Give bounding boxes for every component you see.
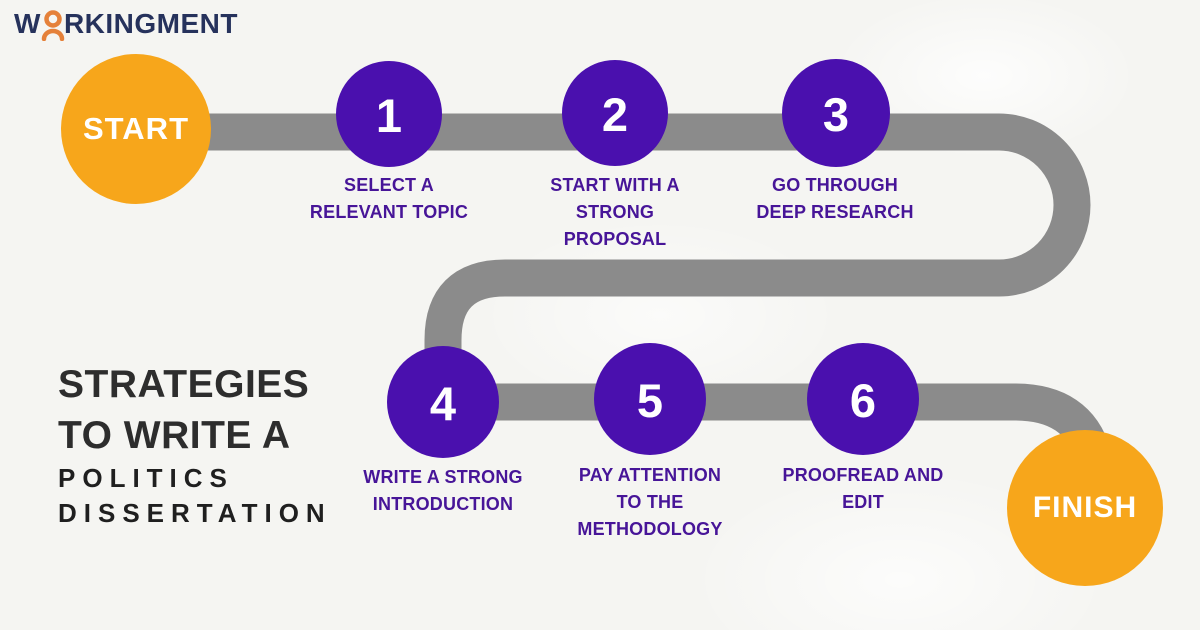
step-label-6: PROOFREAD AND EDIT (782, 465, 944, 512)
step-circle-2: 2 (562, 60, 668, 166)
step-label-1: SELECT A RELEVANT TOPIC (309, 175, 469, 222)
step-number: 3 (822, 87, 850, 141)
step-label-4: WRITE A STRONG INTRODUCTION (363, 467, 523, 514)
headline-line4: DISSERTATION (58, 498, 332, 529)
headline-line2: TO WRITE A (58, 413, 291, 457)
start-label: START (82, 111, 190, 146)
step-label-3: GO THROUGH DEEP RESEARCH (756, 175, 914, 222)
step-circle-3: 3 (782, 59, 890, 167)
flow-path-upper (136, 113, 1091, 402)
logo-text-suffix: RKINGMENT (63, 7, 238, 39)
flow-path-lower (443, 383, 1116, 476)
step-number: 4 (429, 376, 457, 430)
step-circle-4: 4 (387, 346, 499, 458)
step-circle-6: 6 (807, 343, 919, 455)
step-label-5: PAY ATTENTION TO THE METHODOLOGY (577, 465, 723, 539)
step-label-2: START WITH A STRONG PROPOSAL (550, 175, 680, 249)
step-number: 5 (636, 373, 664, 427)
headline-line1: STRATEGIES (58, 363, 310, 406)
headline: STRATEGIES TO WRITE A POLITICS DISSERTAT… (58, 360, 332, 532)
step-number: 2 (601, 87, 629, 141)
finish-label: FINISH (1032, 491, 1138, 524)
step-number: 1 (375, 88, 403, 142)
start-circle: START (61, 54, 211, 204)
logo-text-prefix: W (14, 7, 41, 39)
step-number: 6 (849, 373, 877, 427)
headline-line3: POLITICS (58, 463, 234, 494)
workingment-logo: W RKINGMENT (14, 6, 238, 41)
person-icon (41, 10, 65, 41)
finish-circle: FINISH (1007, 430, 1163, 586)
step-circle-5: 5 (594, 343, 706, 455)
step-circle-1: 1 (336, 61, 442, 167)
